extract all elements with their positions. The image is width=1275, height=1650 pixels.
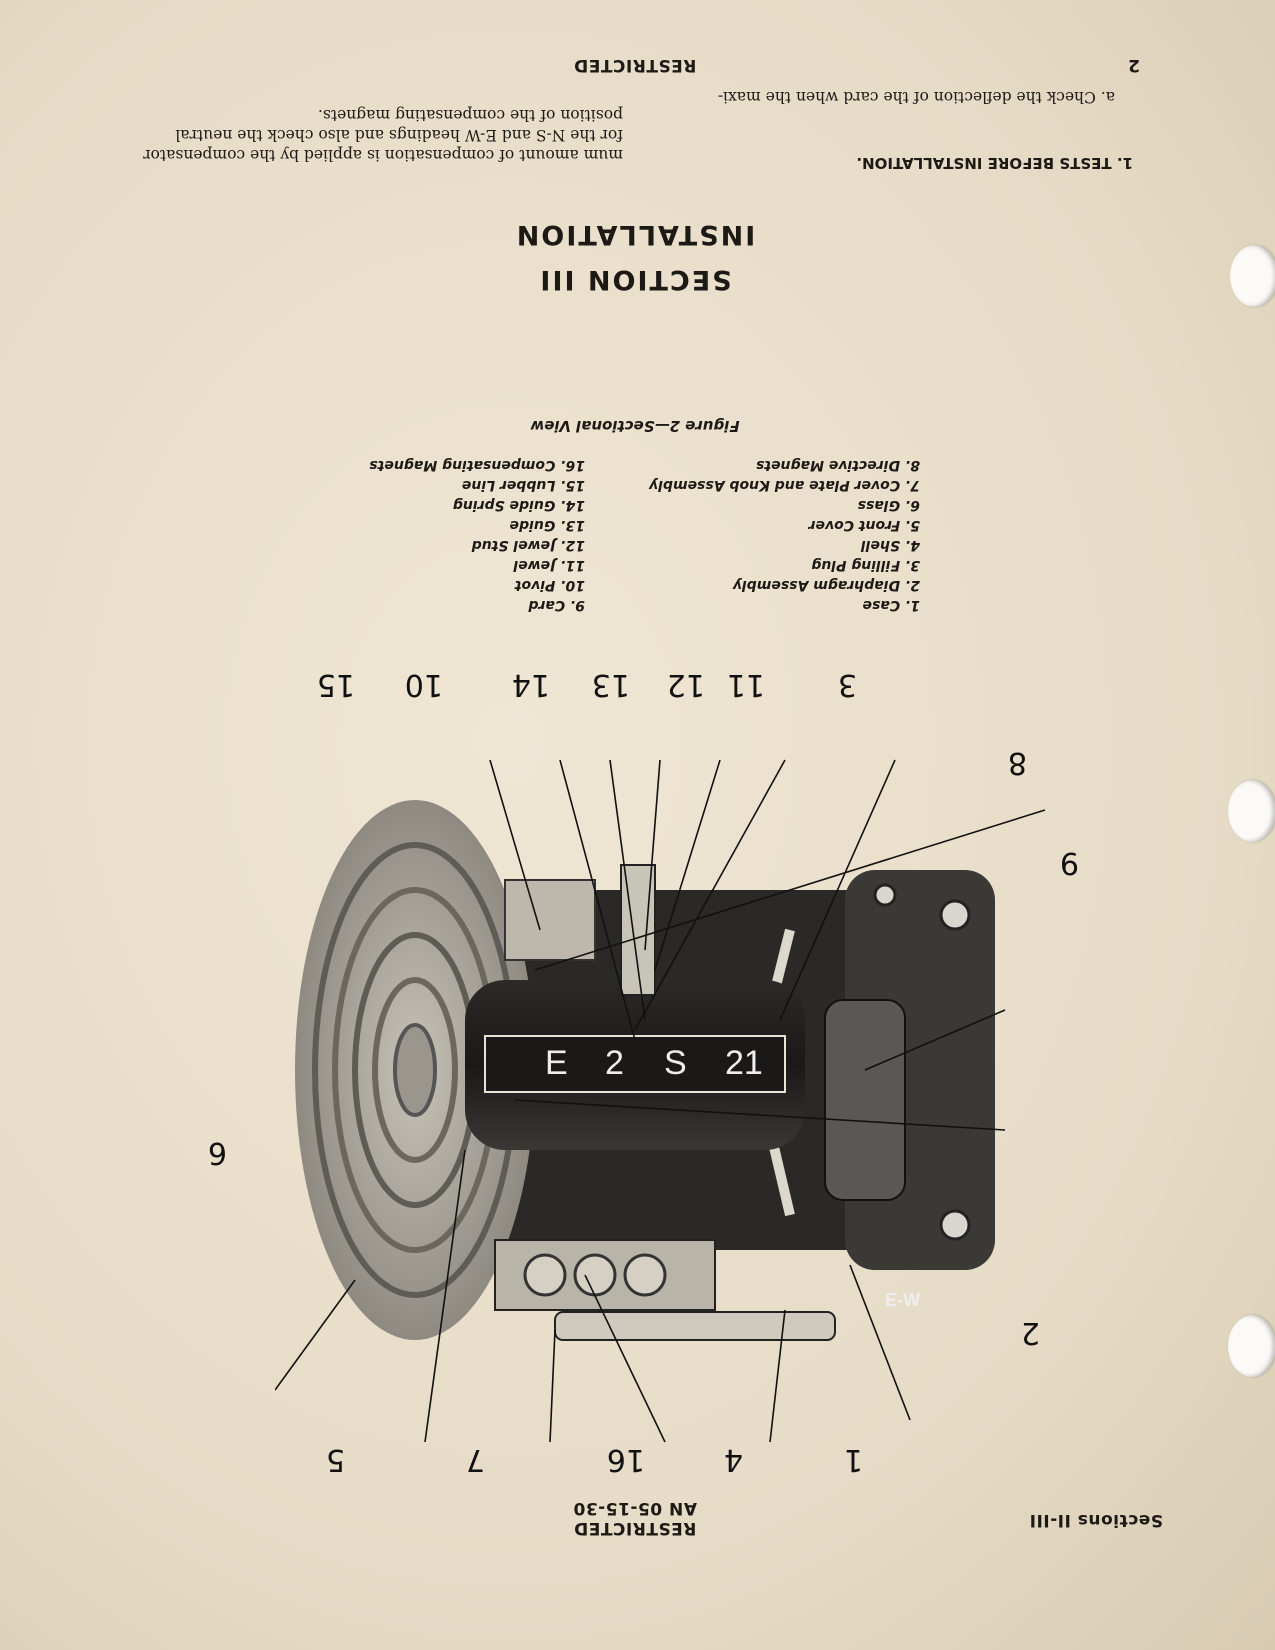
callout-2: 2 — [1020, 1315, 1040, 1350]
part-3: 3. Filling Plug — [811, 557, 920, 573]
card-mark-e: E — [545, 1044, 568, 1082]
parts-list-right: 9. Card 10. Pivot 11. Jewel 12. Jewel St… — [315, 455, 585, 615]
part-16: 16. Compensating Magnets — [369, 457, 585, 473]
part-10: 10. Pivot — [514, 577, 585, 593]
compensator-gears — [494, 1239, 716, 1311]
callout-11: 11 — [726, 667, 765, 702]
ew-label: E-W — [885, 1290, 920, 1310]
glass — [824, 999, 906, 1201]
part-5: 5. Front Cover — [808, 517, 920, 533]
cover-screw-2 — [939, 899, 971, 931]
callout-1: 1 — [843, 1442, 863, 1477]
card-mark-s: S — [664, 1044, 687, 1082]
callout-15: 15 — [316, 667, 355, 702]
part-13: 13. Guide — [509, 517, 585, 533]
page-number: 2 — [1127, 55, 1140, 75]
sectional-view-diagram: 21 S 2 E E-W — [275, 759, 1046, 1443]
binder-hole-middle — [1228, 780, 1275, 842]
callout-6: 6 — [207, 1135, 227, 1170]
callout-13: 13 — [591, 667, 630, 702]
part-11: 11. Jewel — [513, 557, 585, 573]
part-1: 1. Case — [862, 597, 920, 613]
section-title: INSTALLATION — [514, 219, 756, 250]
part-14: 14. Guide Spring — [452, 497, 585, 513]
header-document-number: AN 05-15-30 — [573, 1498, 697, 1518]
callout-9: 9 — [1059, 845, 1079, 880]
callout-12: 12 — [666, 667, 705, 702]
cover-screw-3 — [873, 883, 897, 907]
binder-hole-bottom — [1228, 1315, 1275, 1377]
binder-hole-top — [1230, 245, 1275, 307]
card-mark-2: 2 — [605, 1044, 624, 1082]
callout-5: 5 — [325, 1442, 345, 1477]
part-15: 15. Lubber Line — [461, 477, 585, 493]
part-12: 12. Jewel Stud — [471, 537, 585, 553]
filling-plug — [504, 879, 596, 961]
continuation-paragraph: mum amount of compensation is applied by… — [143, 106, 623, 164]
card-mark-21: 21 — [725, 1044, 763, 1082]
callout-7: 7 — [465, 1442, 485, 1477]
subsection-item-a: a. Check the deflection of the card when… — [717, 88, 1115, 106]
section-number: SECTION III — [538, 264, 732, 295]
header-restricted: RESTRICTED AN 05-15-30 — [515, 1498, 755, 1538]
cover-plate-knob-shaft — [554, 1311, 836, 1341]
callout-16: 16 — [606, 1442, 645, 1477]
subsection-heading: 1. TESTS BEFORE INSTALLATION. — [856, 154, 1133, 172]
footer-restricted: RESTRICTED — [573, 55, 697, 75]
part-4: 4. Shell — [860, 537, 920, 553]
part-6: 6. Glass — [857, 497, 920, 513]
header-restricted-word: RESTRICTED — [573, 1518, 697, 1538]
part-7: 7. Cover Plate and Knob Assembly — [649, 477, 920, 493]
callout-10: 10 — [404, 667, 443, 702]
figure-caption: Figure 2—Sectional View — [530, 417, 740, 435]
callout-4: 4 — [723, 1442, 743, 1477]
card-scale — [484, 1035, 786, 1093]
part-2: 2. Diaphragm Assembly — [732, 577, 920, 593]
header-section-label: Sections II-III — [1029, 1510, 1163, 1530]
callout-14: 14 — [511, 667, 550, 702]
part-9: 9. Card — [528, 597, 585, 613]
part-8: 8. Directive Magnets — [756, 457, 920, 473]
leader-lines — [275, 759, 1046, 1443]
callout-3: 3 — [837, 667, 857, 702]
cover-screw-1 — [939, 1209, 971, 1241]
parts-list-left: 1. Case 2. Diaphragm Assembly 3. Filling… — [620, 455, 920, 615]
callout-8: 8 — [1007, 745, 1027, 780]
